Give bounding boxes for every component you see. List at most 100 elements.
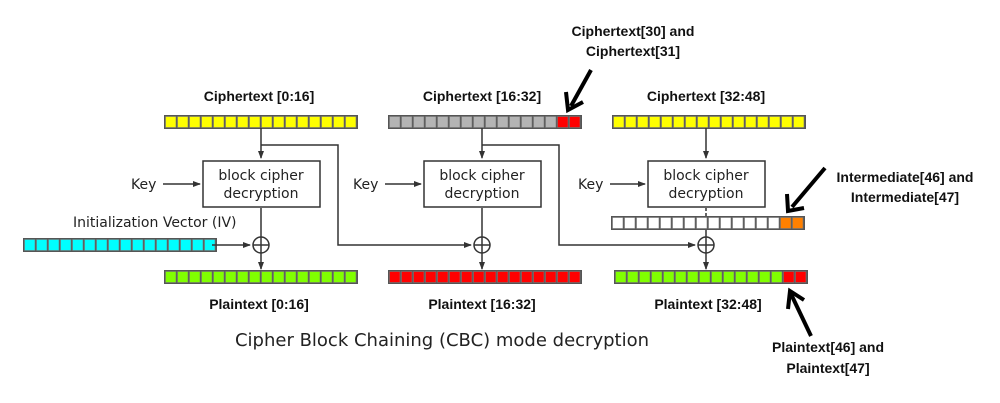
intermediate-2-cell-6 <box>684 217 696 229</box>
cipher-box-0-line1: block cipher <box>218 168 304 184</box>
plaintext-0-cell-10 <box>285 271 297 283</box>
iv-cell-3 <box>60 239 72 251</box>
plaintext-block-0 <box>164 270 358 284</box>
ciphertext-2-cell-13 <box>769 116 781 128</box>
iv-cell-9 <box>132 239 144 251</box>
intermediate-2-cell-7 <box>696 217 708 229</box>
ciphertext-1-cell-15 <box>569 116 581 128</box>
plaintext-0-cell-4 <box>213 271 225 283</box>
plaintext-1-cell-0 <box>389 271 401 283</box>
plaintext-1-cell-6 <box>461 271 473 283</box>
plaintext-2-cell-13 <box>771 271 783 283</box>
ciphertext-label-1: Ciphertext [16:32] <box>423 88 541 104</box>
ciphertext-1-cell-9 <box>497 116 509 128</box>
plaintext-2-cell-8 <box>711 271 723 283</box>
plaintext-0-cell-2 <box>189 271 201 283</box>
ciphertext-2-cell-3 <box>649 116 661 128</box>
plaintext-2-cell-7 <box>699 271 711 283</box>
plaintext-2-cell-4 <box>663 271 675 283</box>
iv-cell-7 <box>108 239 120 251</box>
plaintext-1-cell-9 <box>497 271 509 283</box>
ciphertext-1-cell-1 <box>401 116 413 128</box>
key-label-2: Key <box>578 177 603 193</box>
plaintext-0-cell-8 <box>261 271 273 283</box>
plaintext-2-cell-10 <box>735 271 747 283</box>
intermediate-2-cell-8 <box>708 217 720 229</box>
plaintext-0-cell-0 <box>165 271 177 283</box>
plaintext-block-1 <box>388 270 582 284</box>
intermediate-2-cell-5 <box>672 217 684 229</box>
plaintext-1-cell-13 <box>545 271 557 283</box>
plaintext-2-cell-3 <box>651 271 663 283</box>
iv-cell-1 <box>36 239 48 251</box>
iv-block <box>23 238 217 252</box>
plaintext-2-cell-6 <box>687 271 699 283</box>
ciphertext-1-cell-7 <box>473 116 485 128</box>
key-label-1: Key <box>353 177 378 193</box>
annotation-plaintext-line2: Plaintext[47] <box>786 360 869 376</box>
intermediate-2-cell-10 <box>732 217 744 229</box>
ciphertext-2-cell-5 <box>673 116 685 128</box>
iv-cell-5 <box>84 239 96 251</box>
plaintext-0-cell-5 <box>225 271 237 283</box>
iv-cell-6 <box>96 239 108 251</box>
ciphertext-0-cell-13 <box>321 116 333 128</box>
ciphertext-0-cell-3 <box>201 116 213 128</box>
plaintext-1-cell-15 <box>569 271 581 283</box>
plaintext-1-cell-4 <box>437 271 449 283</box>
annotation-ciphertext-line1: Ciphertext[30] and <box>572 23 695 39</box>
plaintext-2-cell-2 <box>639 271 651 283</box>
annotation-intermediate-arrow <box>785 166 827 214</box>
ciphertext-1-cell-13 <box>545 116 557 128</box>
intermediate-2-cell-2 <box>636 217 648 229</box>
intermediate-2-cell-0 <box>612 217 624 229</box>
ciphertext-0-cell-9 <box>273 116 285 128</box>
ciphertext-0-cell-4 <box>213 116 225 128</box>
intermediate-2-cell-4 <box>660 217 672 229</box>
chain-arrow-1-to-2 <box>482 144 696 248</box>
plaintext-0-cell-15 <box>345 271 357 283</box>
plaintext-0-cell-9 <box>273 271 285 283</box>
plaintext-1-cell-12 <box>533 271 545 283</box>
ciphertext-0-cell-8 <box>261 116 273 128</box>
xor-icon-0 <box>252 236 270 254</box>
intermediate-2-cell-12 <box>756 217 768 229</box>
plaintext-1-cell-2 <box>413 271 425 283</box>
cipher-box-1-line2: decryption <box>445 186 520 202</box>
annotation-plaintext-line1: Plaintext[46] and <box>772 339 884 355</box>
intermediate-2-cell-13 <box>768 217 780 229</box>
annotation-ciphertext-arrow <box>564 69 593 114</box>
ciphertext-1-cell-2 <box>413 116 425 128</box>
ciphertext-1-cell-14 <box>557 116 569 128</box>
iv-cell-11 <box>156 239 168 251</box>
ciphertext-0-cell-7 <box>249 116 261 128</box>
plaintext-2-cell-0 <box>615 271 627 283</box>
iv-cell-12 <box>168 239 180 251</box>
ciphertext-0-cell-5 <box>225 116 237 128</box>
ciphertext-0-cell-12 <box>309 116 321 128</box>
ciphertext-2-cell-2 <box>637 116 649 128</box>
plaintext-label-2: Plaintext [32:48] <box>654 296 761 312</box>
iv-cell-13 <box>180 239 192 251</box>
key-label-0: Key <box>131 177 156 193</box>
ciphertext-label-0: Ciphertext [0:16] <box>204 88 314 104</box>
plaintext-label-0: Plaintext [0:16] <box>209 296 309 312</box>
ciphertext-0-cell-2 <box>189 116 201 128</box>
iv-cell-0 <box>24 239 36 251</box>
ciphertext-1-cell-10 <box>509 116 521 128</box>
intermediate-2-cell-11 <box>744 217 756 229</box>
ciphertext-2-cell-10 <box>733 116 745 128</box>
diagram-title: Cipher Block Chaining (CBC) mode decrypt… <box>235 330 649 351</box>
plaintext-2-cell-1 <box>627 271 639 283</box>
ciphertext-1-cell-8 <box>485 116 497 128</box>
ciphertext-1-cell-3 <box>425 116 437 128</box>
intermediate-2-cell-1 <box>624 217 636 229</box>
annotation-intermediate-line2: Intermediate[47] <box>851 189 959 205</box>
chain-arrow-0-to-1 <box>261 144 472 248</box>
plaintext-2-cell-9 <box>723 271 735 283</box>
plaintext-0-cell-11 <box>297 271 309 283</box>
plaintext-1-cell-8 <box>485 271 497 283</box>
plaintext-2-cell-15 <box>795 271 807 283</box>
ciphertext-0-cell-0 <box>165 116 177 128</box>
